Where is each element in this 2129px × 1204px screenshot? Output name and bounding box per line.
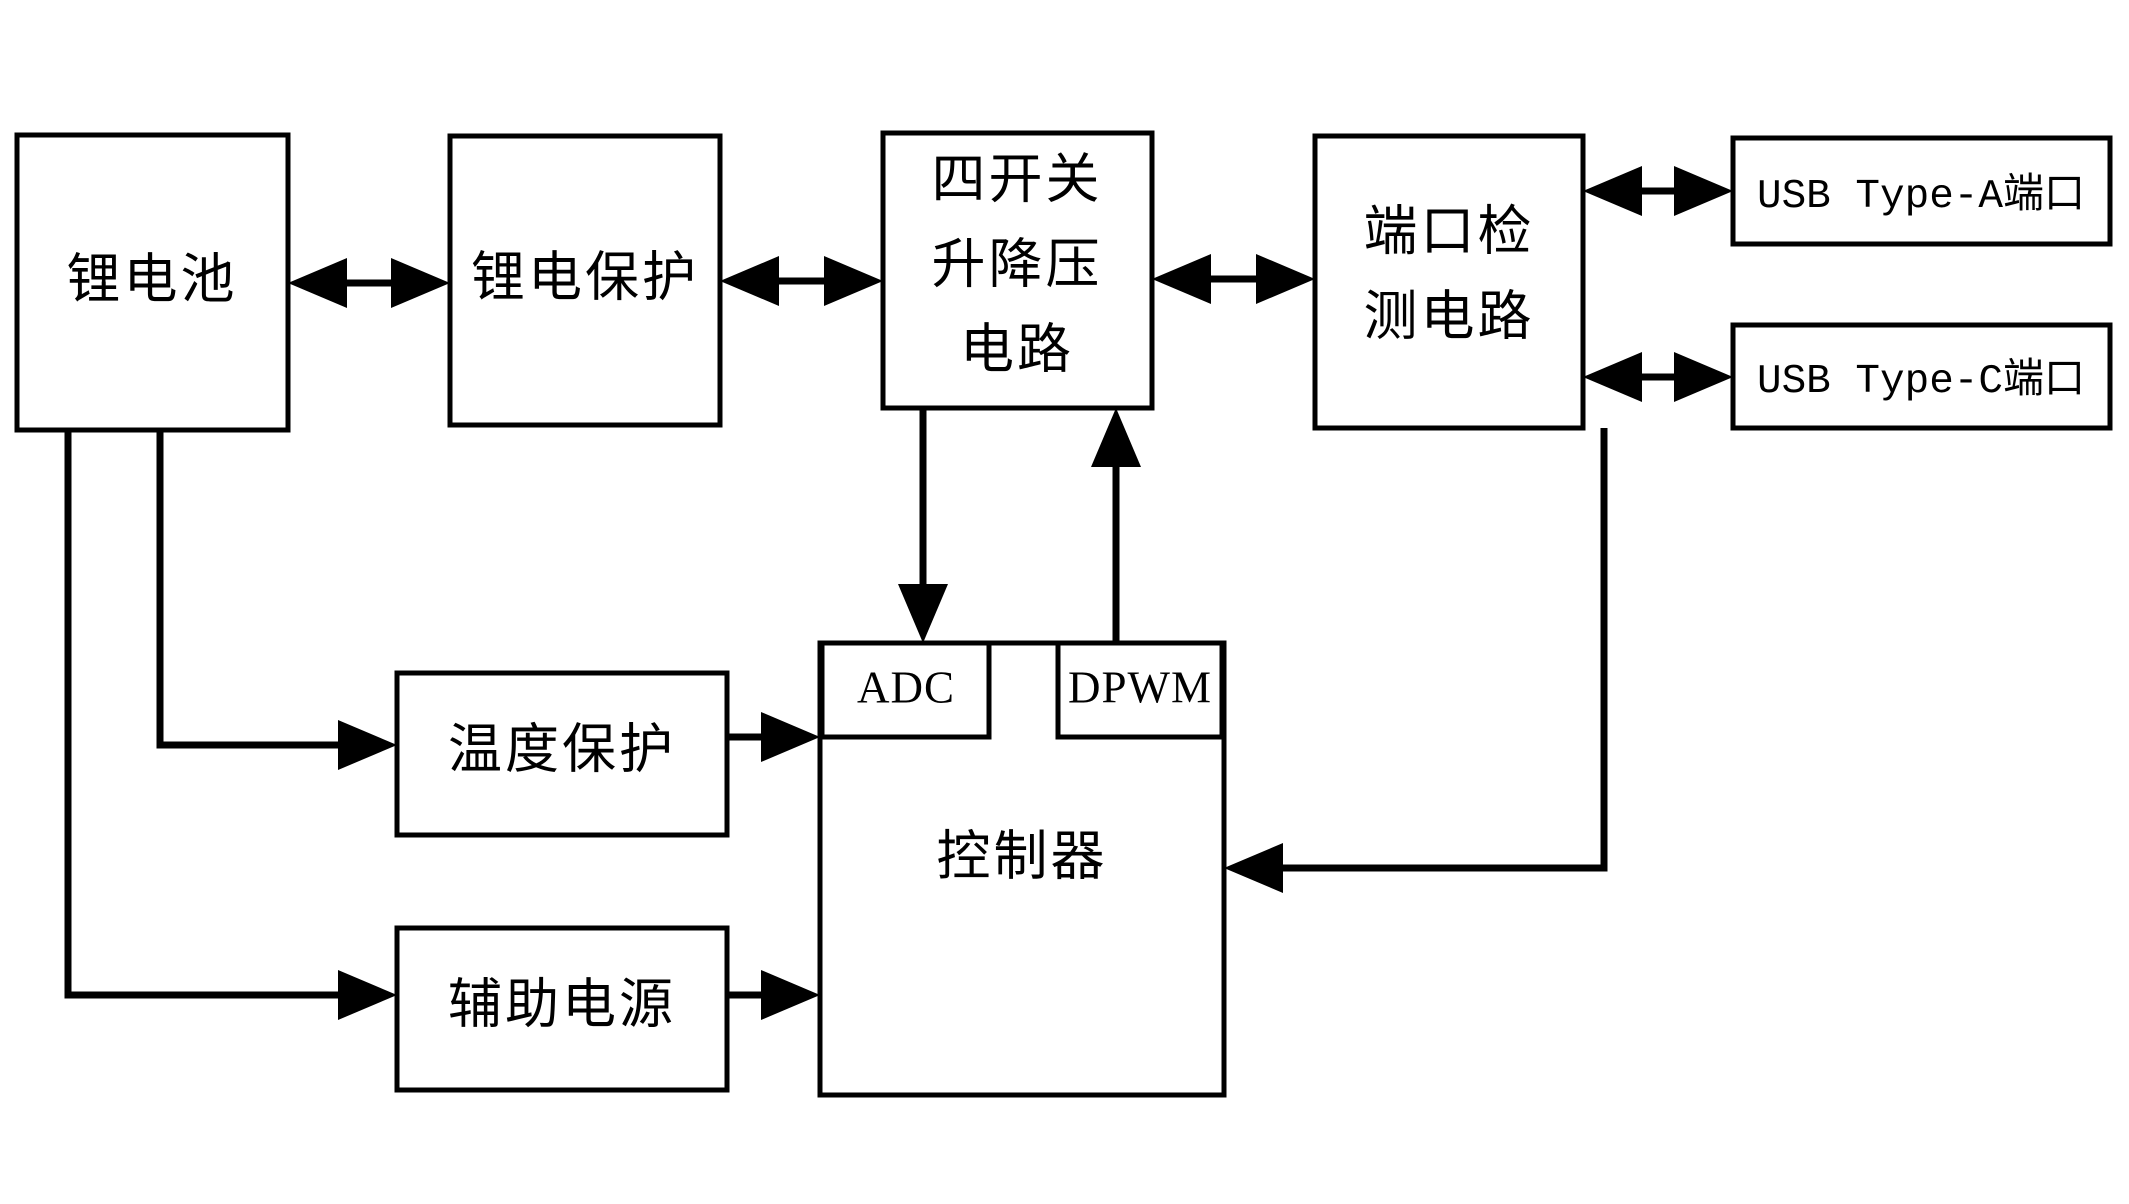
node-battery-protect[interactable]: 锂电保护 [447,133,723,428]
node-controller-label: 控制器 [937,826,1108,886]
node-buckboost[interactable]: 四开关 升降压 电路 [880,130,1155,411]
edge-battery-protect-to-buckboost [720,256,883,306]
node-port-detect-label-line2: 测电路 [1364,286,1535,346]
edge-battery-to-battery-protect [288,258,450,308]
edge-buckboost-to-adc [898,408,948,643]
edge-port-detect-to-usb-a [1583,166,1733,216]
node-dpwm-label: DPWM [1068,662,1212,712]
edge-buckboost-to-port-detect [1152,254,1315,304]
node-battery-label: 锂电池 [67,249,238,309]
edge-temp-protect-to-adc [727,712,820,762]
node-usb-type-a[interactable]: USB Type-A端口 [1730,135,2113,247]
node-buckboost-label-line2: 升降压 [932,234,1103,294]
node-temp-protect-label: 温度保护 [448,719,676,779]
node-usb-type-c-label: USB Type-C端口 [1757,357,2085,405]
node-buckboost-label-line3: 电路 [960,319,1074,379]
edge-battery-to-temp-protect [156,430,397,770]
node-adc-label: ADC [857,662,955,712]
node-aux-power-label: 辅助电源 [448,974,676,1034]
node-battery-protect-label: 锂电保护 [471,247,699,307]
node-port-detect[interactable]: 端口检 测电路 [1312,133,1586,431]
node-port-detect-label-line1: 端口检 [1364,201,1535,261]
node-usb-type-a-label: USB Type-A端口 [1757,172,2085,220]
edge-aux-power-to-controller [727,970,820,1020]
edge-usb-c-to-controller [1224,428,1608,893]
node-battery[interactable]: 锂电池 [14,132,291,433]
node-buckboost-label-line1: 四开关 [932,149,1103,209]
edge-battery-to-aux-power [64,430,397,1020]
node-usb-type-c[interactable]: USB Type-C端口 [1730,322,2113,431]
node-temp-protect[interactable]: 温度保护 [394,670,730,838]
node-adc[interactable]: ADC [819,640,992,740]
node-dpwm[interactable]: DPWM [1055,640,1225,740]
node-aux-power[interactable]: 辅助电源 [394,925,730,1093]
edge-port-detect-to-usb-c [1583,352,1733,402]
edge-dpwm-to-buckboost [1091,408,1141,643]
